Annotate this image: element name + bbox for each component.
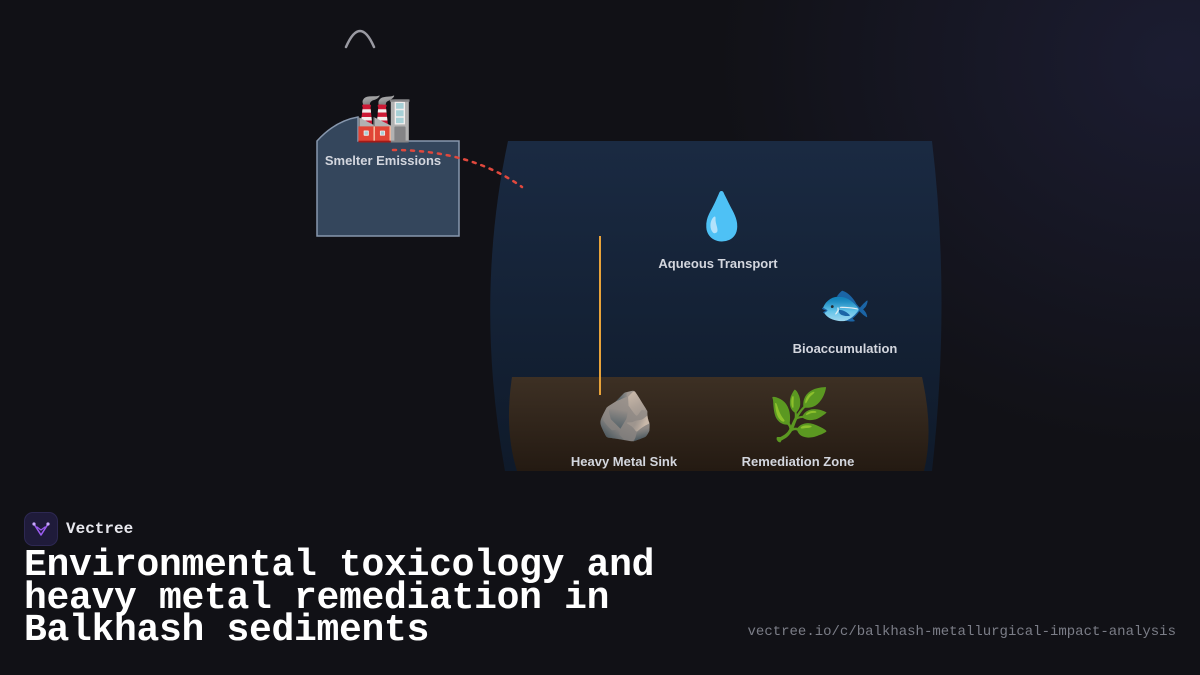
smelter-emissions-label: Smelter Emissions xyxy=(324,153,442,168)
page-title: Environmental toxicology and heavy metal… xyxy=(24,544,655,652)
sediment-layer xyxy=(508,377,929,471)
brand[interactable]: Vectree xyxy=(24,512,133,546)
smoke-arc xyxy=(344,29,376,49)
herb-icon: 🌿 xyxy=(768,386,831,444)
water-droplet-icon: 💧 xyxy=(693,189,751,243)
remediation-zone-label: Remediation Zone xyxy=(741,454,855,469)
fish-icon: 🐟 xyxy=(818,280,872,329)
heavy-metal-sink-label: Heavy Metal Sink xyxy=(570,454,678,469)
smelter-land-block xyxy=(316,116,460,237)
brand-name: Vectree xyxy=(66,520,134,538)
page-url[interactable]: vectree.io/c/balkhash-metallurgical-impa… xyxy=(747,624,1176,640)
aqueous-transport-label: Aqueous Transport xyxy=(658,256,778,271)
rock-icon: 🪨 xyxy=(596,388,656,444)
emission-path xyxy=(391,148,524,189)
bioaccumulation-label: Bioaccumulation xyxy=(792,341,898,356)
factory-icon: 🏭 xyxy=(355,90,413,144)
vectree-logo-icon xyxy=(24,512,58,546)
